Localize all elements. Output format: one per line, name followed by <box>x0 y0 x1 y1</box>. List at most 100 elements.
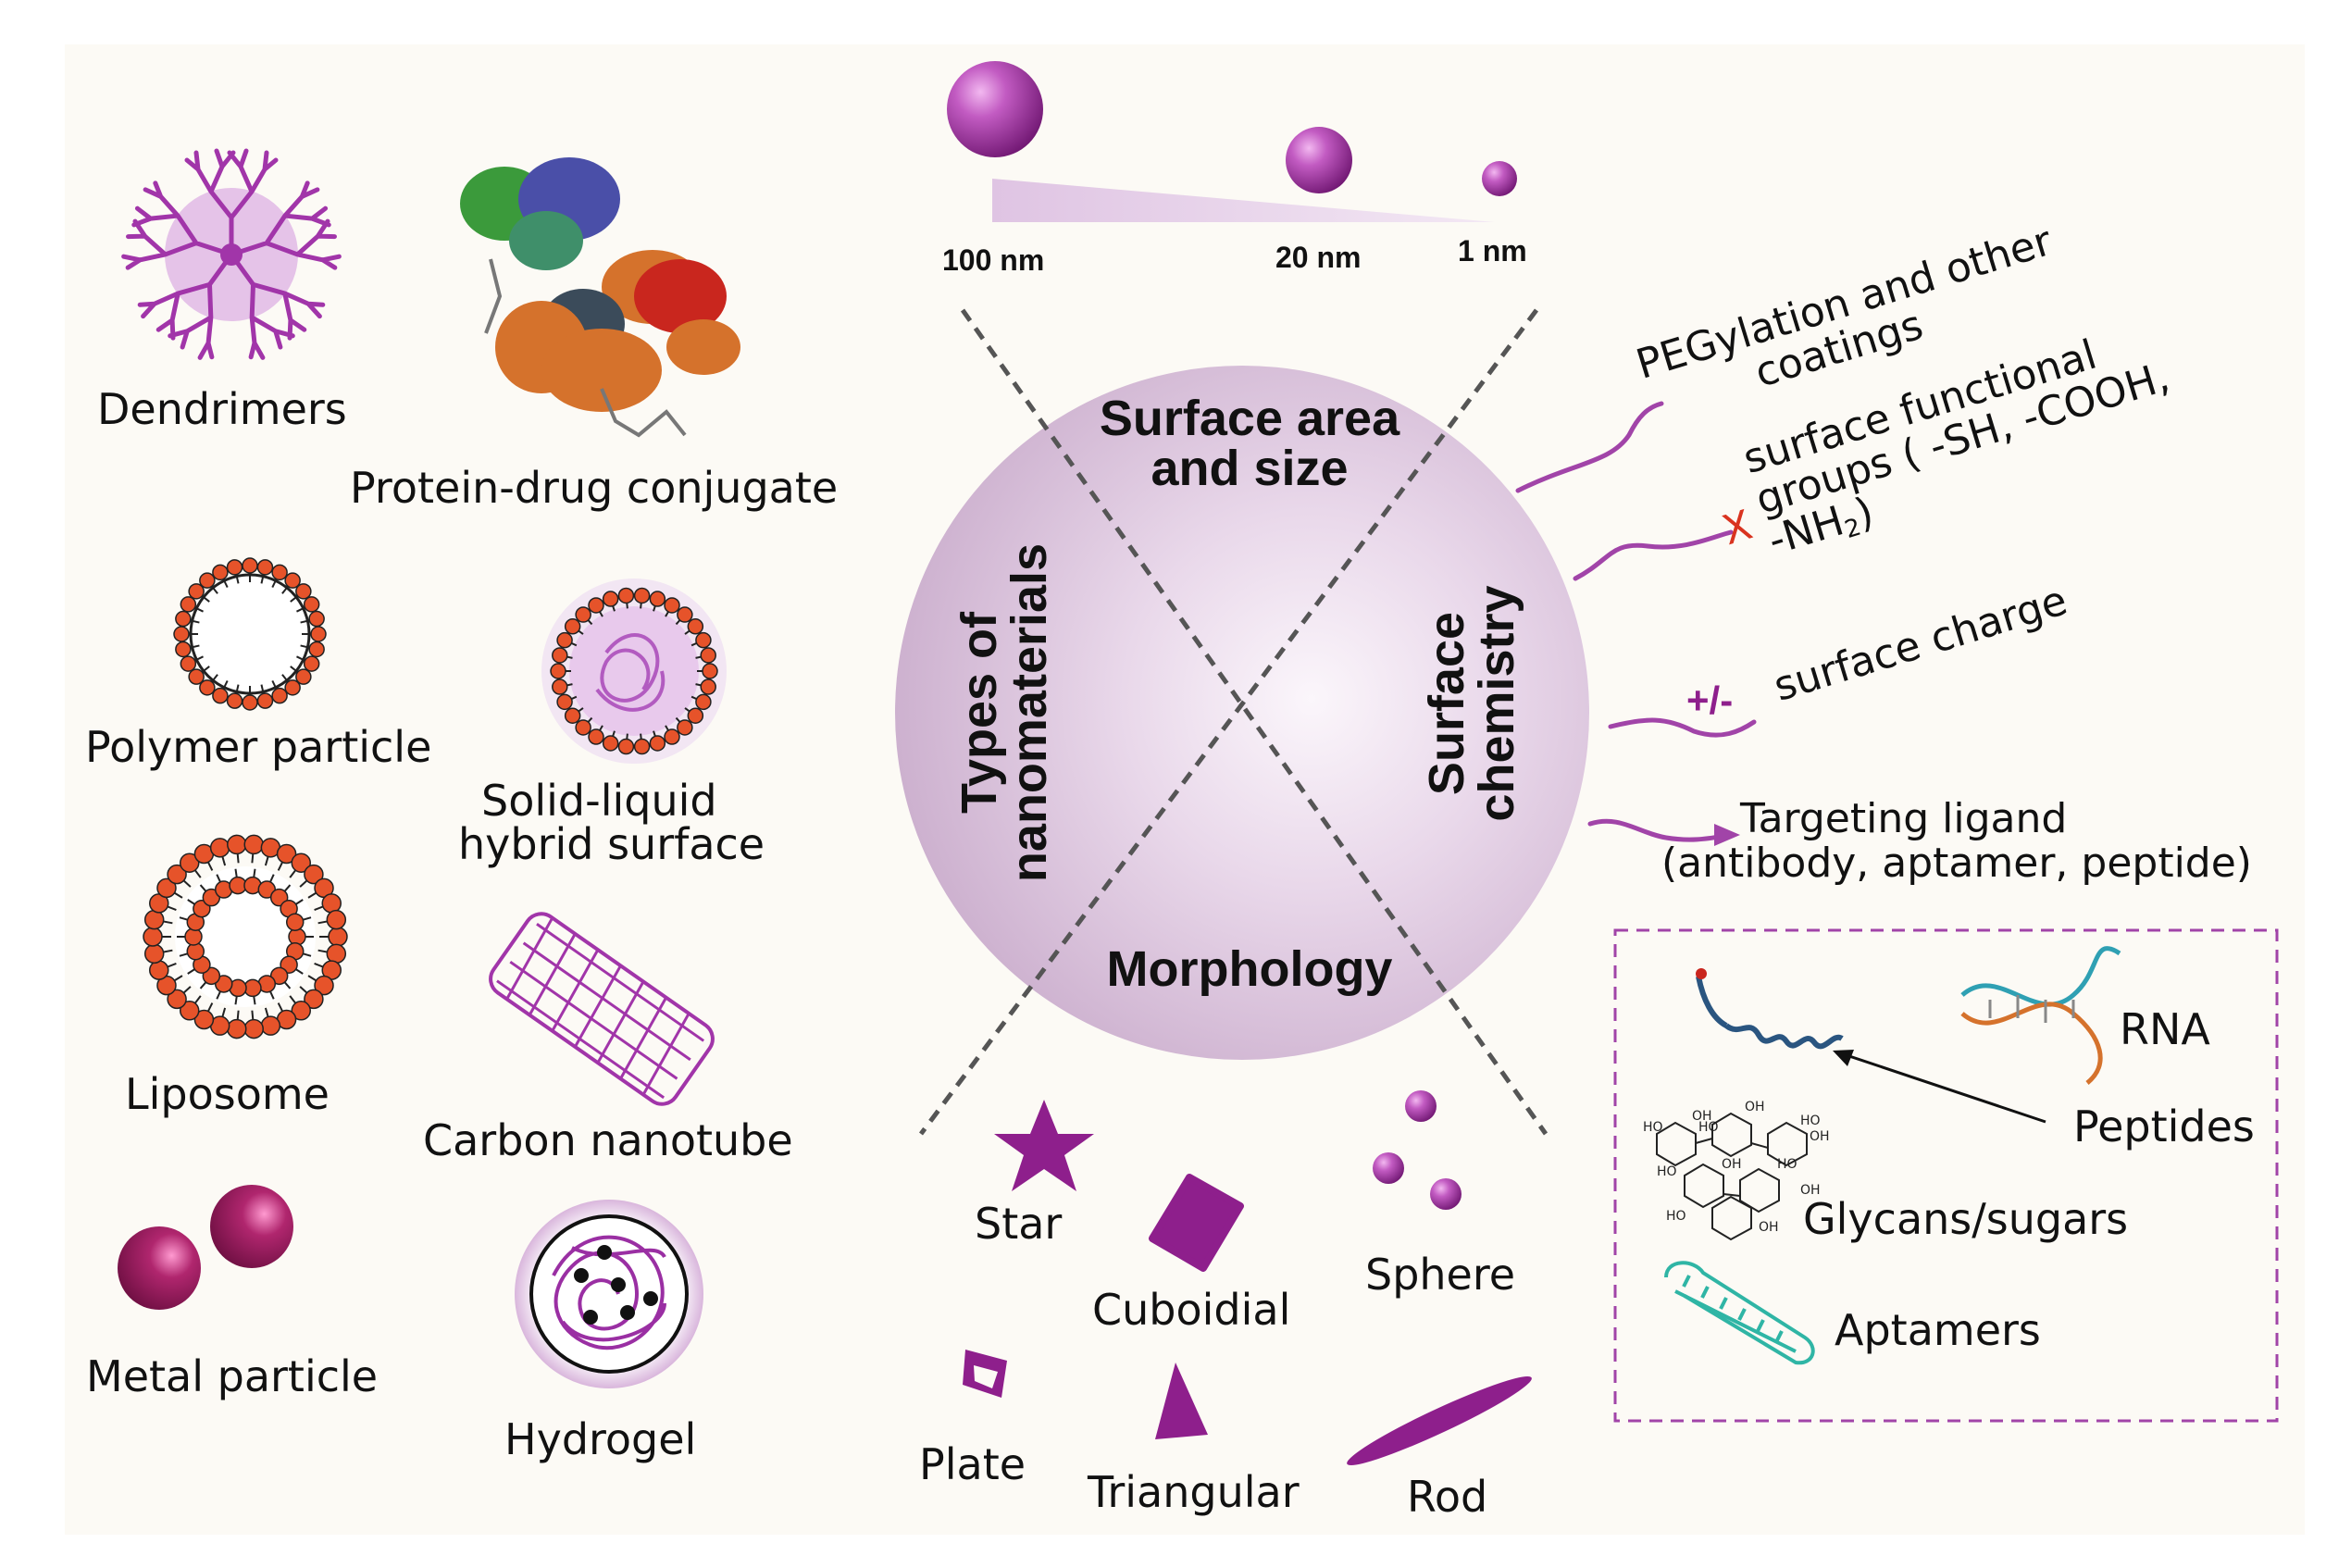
lipid-head <box>633 738 651 755</box>
glycan-icon <box>1656 1112 1808 1241</box>
lipid-head <box>284 679 301 696</box>
lipid-head <box>649 591 666 607</box>
rod-shape <box>1347 1376 1532 1465</box>
lipid-head <box>227 834 247 855</box>
lipid-head <box>260 1015 281 1036</box>
lipid-head <box>326 943 347 964</box>
metal-particle-icon <box>118 1185 293 1310</box>
lipid-head <box>328 927 348 947</box>
lipid-head <box>256 559 274 576</box>
lipid-head <box>149 960 169 980</box>
lipid-head <box>209 838 230 858</box>
lipid-head <box>226 559 243 576</box>
label-star: Star <box>975 1199 1063 1249</box>
charge-marker: +/- <box>1686 678 1734 722</box>
rna-icon <box>1960 946 2121 1085</box>
label-plate: Plate <box>919 1439 1026 1489</box>
lipid-head <box>695 631 712 649</box>
lipid-head <box>304 989 324 1010</box>
targeting-ligand-line2: (antibody, aptamer, peptide) <box>1661 840 2252 887</box>
lipid-head <box>664 728 680 745</box>
dashed-divider-right <box>918 308 1539 1136</box>
lipid-head <box>284 572 301 589</box>
label-solid-liquid-line1: Solid-liquid <box>481 776 717 826</box>
label-carbon-nanotube: Carbon nanotube <box>423 1115 793 1165</box>
label-peptides: Peptides <box>2073 1101 2255 1151</box>
peptides-arrow-line <box>1846 1053 2046 1124</box>
size-scale <box>947 61 1517 222</box>
lipid-head <box>700 678 716 695</box>
lipid-head <box>687 618 704 635</box>
lipid-head <box>180 596 197 613</box>
glycan-atom: OH <box>1810 1129 1830 1144</box>
label-glycans: Glycans/sugars <box>1803 1194 2129 1244</box>
carbon-nanotube-icon <box>489 912 715 1106</box>
quadrant-surface-area-line1: Surface area <box>1099 391 1400 446</box>
lipid-head <box>588 728 604 745</box>
sphere-20nm <box>1286 127 1352 193</box>
glycan-atom: HO <box>1698 1120 1719 1135</box>
lipid-head <box>588 597 604 614</box>
size-wedge <box>992 179 1495 222</box>
label-polymer-particle: Polymer particle <box>85 722 432 772</box>
solid-liquid-hybrid-icon <box>541 579 727 764</box>
glycan-atom: HO <box>1657 1164 1677 1179</box>
glycan-atom: OH <box>1745 1100 1765 1114</box>
lipid-head <box>575 606 591 623</box>
lipid-head <box>677 606 693 623</box>
lipid-head <box>179 1001 200 1021</box>
lipid-head <box>602 591 619 607</box>
protein-drug-conjugate-icon <box>460 157 740 438</box>
quadrant-morphology: Morphology <box>1106 941 1393 997</box>
quadrant-surface-chemistry-line1: Surface <box>1419 611 1474 796</box>
lipid-head <box>243 834 264 855</box>
peptide-icon <box>1696 976 1844 1050</box>
lipid-head <box>242 557 258 574</box>
hydrogel-icon <box>515 1200 703 1388</box>
label-metal-particle: Metal particle <box>86 1351 379 1401</box>
label-triangular: Triangular <box>1088 1467 1300 1517</box>
lipid-head <box>175 610 192 628</box>
glycan-atom: HO <box>1777 1157 1797 1172</box>
quadrant-types-line2: nanomaterials <box>1001 542 1057 883</box>
lipid-head <box>304 864 324 885</box>
peptides-arrowhead <box>1833 1050 1854 1066</box>
lipid-head <box>556 631 573 649</box>
label-rod: Rod <box>1407 1472 1488 1522</box>
lipid-head <box>310 626 327 642</box>
lipid-head <box>321 893 342 914</box>
lipid-head <box>602 735 619 752</box>
lipid-head <box>308 610 325 628</box>
lipid-head <box>143 909 165 930</box>
lipid-head <box>617 587 635 604</box>
label-solid-liquid-line2: hybrid surface <box>458 819 765 869</box>
lipid-head <box>550 663 566 679</box>
glycan-atom: OH <box>1722 1157 1742 1172</box>
lipid-head <box>199 679 216 696</box>
lipid-head <box>173 626 190 642</box>
sphere-shapes <box>1373 1090 1462 1210</box>
lipid-head <box>188 668 205 685</box>
lipid-head <box>556 693 573 711</box>
lipid-head <box>212 564 229 581</box>
lipid-head <box>167 864 187 885</box>
lipid-head <box>285 913 305 931</box>
label-hydrogel: Hydrogel <box>504 1414 697 1464</box>
lipid-head <box>633 587 651 604</box>
label-dendrimers: Dendrimers <box>97 384 347 434</box>
lipid-head <box>256 692 274 709</box>
triangular-shape <box>1155 1363 1208 1439</box>
lipid-head <box>677 719 693 736</box>
dendrimer-icon <box>119 148 344 365</box>
cuboidal-shape <box>1149 1174 1244 1272</box>
lipid-head <box>276 843 297 865</box>
lipid-head <box>695 693 712 711</box>
lipid-head <box>193 1009 215 1030</box>
label-aptamers: Aptamers <box>1835 1305 2041 1355</box>
dashed-divider-left <box>960 308 1549 1136</box>
quadrant-surface-chemistry: Surface chemistry <box>1419 537 1524 870</box>
lipid-head <box>617 738 635 755</box>
glycan-atom: HO <box>1643 1120 1663 1135</box>
targeting-arrowhead <box>1714 824 1740 846</box>
